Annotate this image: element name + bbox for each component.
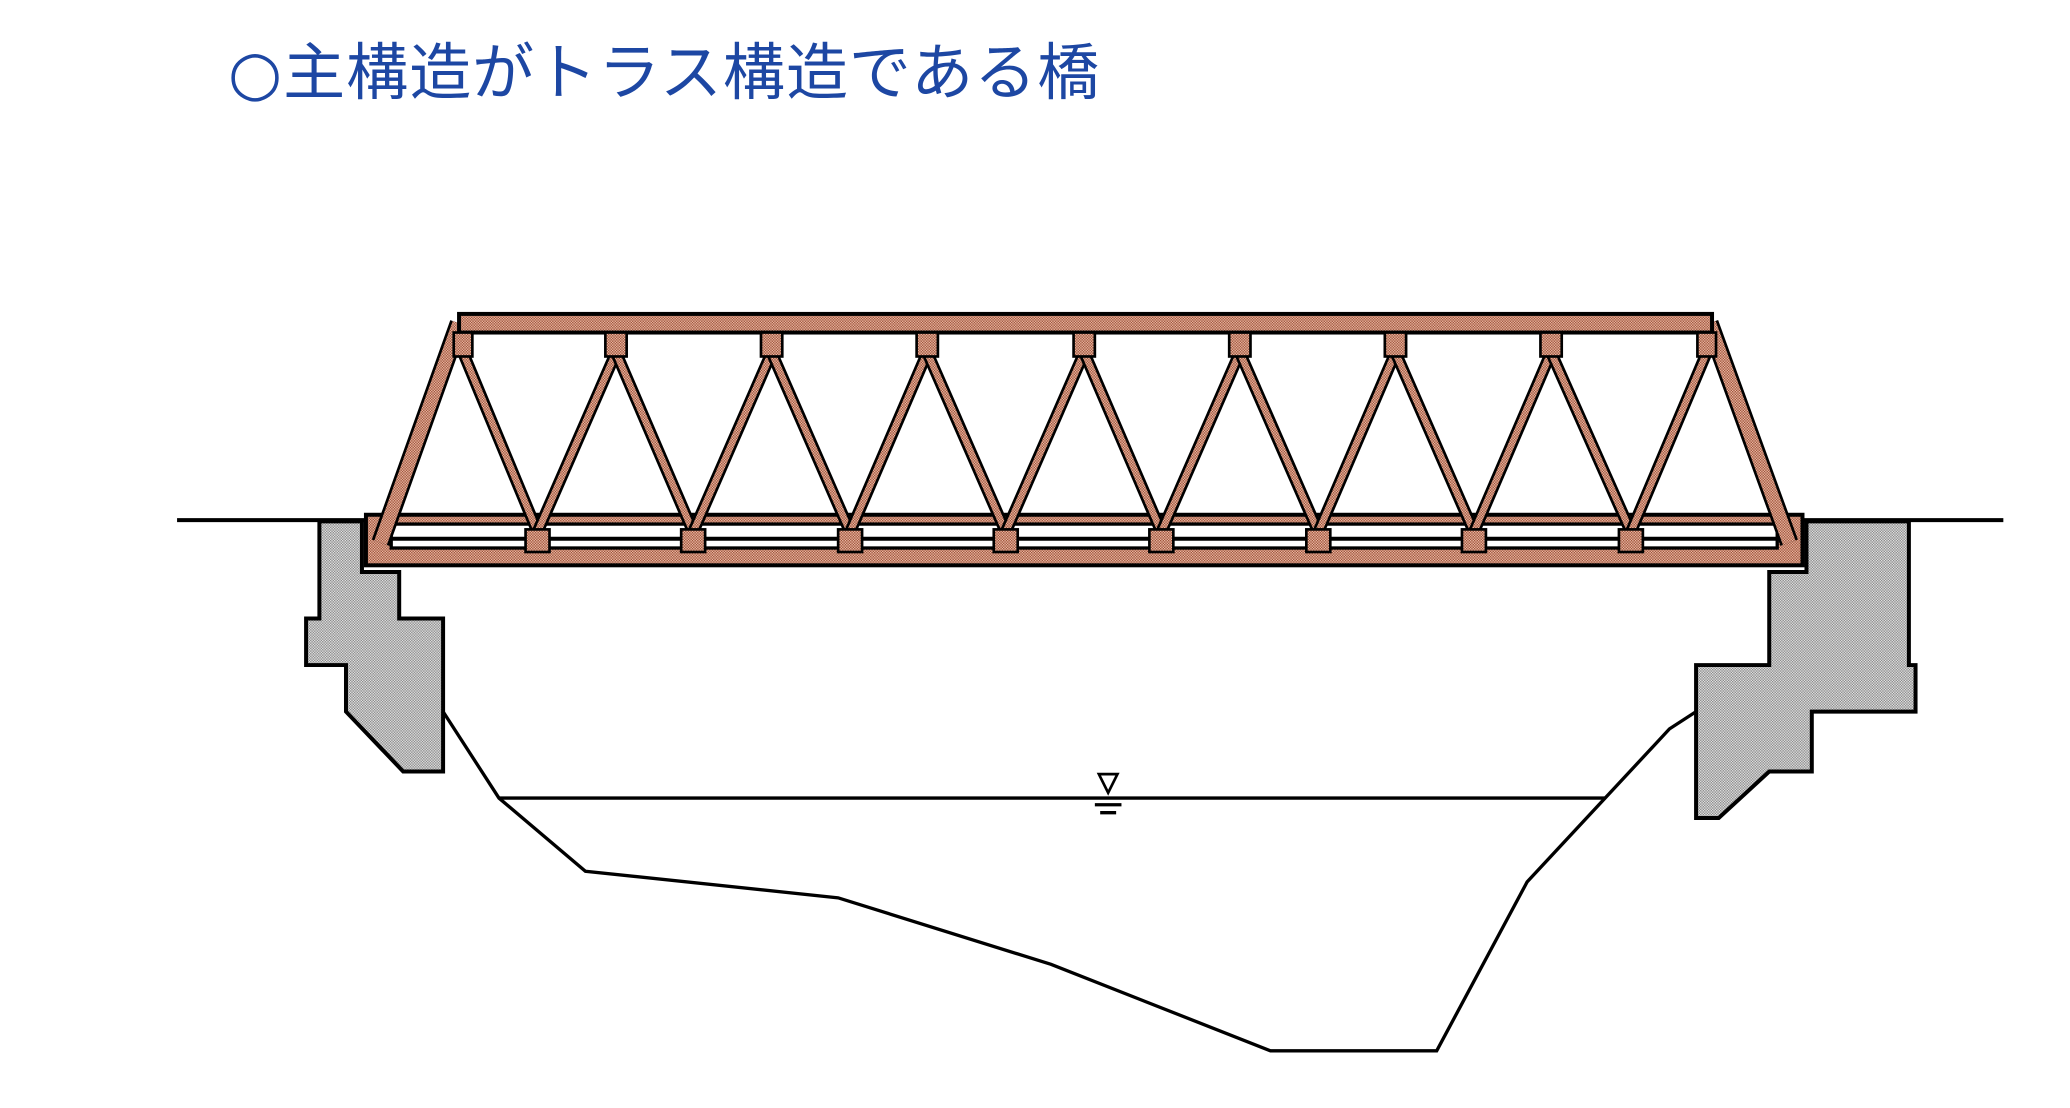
top-gusset-plate <box>1227 331 1252 358</box>
diagonal-member-fill <box>534 351 620 534</box>
bottom-gusset-plate <box>1617 528 1645 554</box>
top-gusset-plate <box>759 331 784 358</box>
left-abutment <box>304 519 446 774</box>
end-post-fill <box>374 320 466 545</box>
top-gusset-plate <box>452 331 474 358</box>
diagonal-member-fill <box>924 351 1009 534</box>
diagonal-member-fill <box>847 351 931 534</box>
top-gusset-plate <box>1539 331 1564 358</box>
end-post-fill <box>1703 320 1796 545</box>
top-gusset-plate <box>1383 331 1408 358</box>
diagonal-member-fill <box>459 351 541 534</box>
diagonal-member-fill <box>1470 351 1555 534</box>
truss-main-structure <box>371 311 1798 554</box>
top-chord <box>457 311 1715 335</box>
bottom-gusset-plate <box>1148 528 1175 554</box>
diagonal-member-fill <box>612 351 697 534</box>
water-level-icon <box>1094 772 1122 815</box>
top-gusset-plate <box>604 331 628 358</box>
diagonal-member-fill <box>1548 351 1634 534</box>
diagonal-member-fill <box>1158 351 1243 534</box>
bottom-gusset-plate <box>836 528 864 554</box>
diagonal-member-fill <box>1315 351 1399 534</box>
bottom-gusset-plate <box>1460 528 1488 554</box>
bottom-gusset-plate <box>1305 528 1332 554</box>
diagonal-member-fill <box>1236 351 1322 534</box>
diagonal-member-fill <box>1081 351 1165 534</box>
bottom-gusset-plate <box>992 528 1020 554</box>
right-abutment <box>1694 519 1918 821</box>
diagonal-member-fill <box>1392 351 1477 534</box>
top-gusset-plate <box>1696 331 1718 358</box>
top-gusset-plate <box>915 331 940 358</box>
diagonal-member-fill <box>1002 351 1088 534</box>
diagonal-member-fill <box>690 351 775 534</box>
bottom-gusset-plate <box>679 528 707 554</box>
diagonal-member-fill <box>768 351 854 534</box>
bottom-gusset-plate <box>524 528 551 554</box>
top-gusset-plate <box>1072 331 1097 358</box>
page-title: ○主構造がトラス構造である橋 <box>228 36 1101 109</box>
river-bed <box>441 710 1697 1053</box>
bridge-deck <box>363 512 1805 568</box>
diagonal-member-fill <box>1627 351 1710 534</box>
